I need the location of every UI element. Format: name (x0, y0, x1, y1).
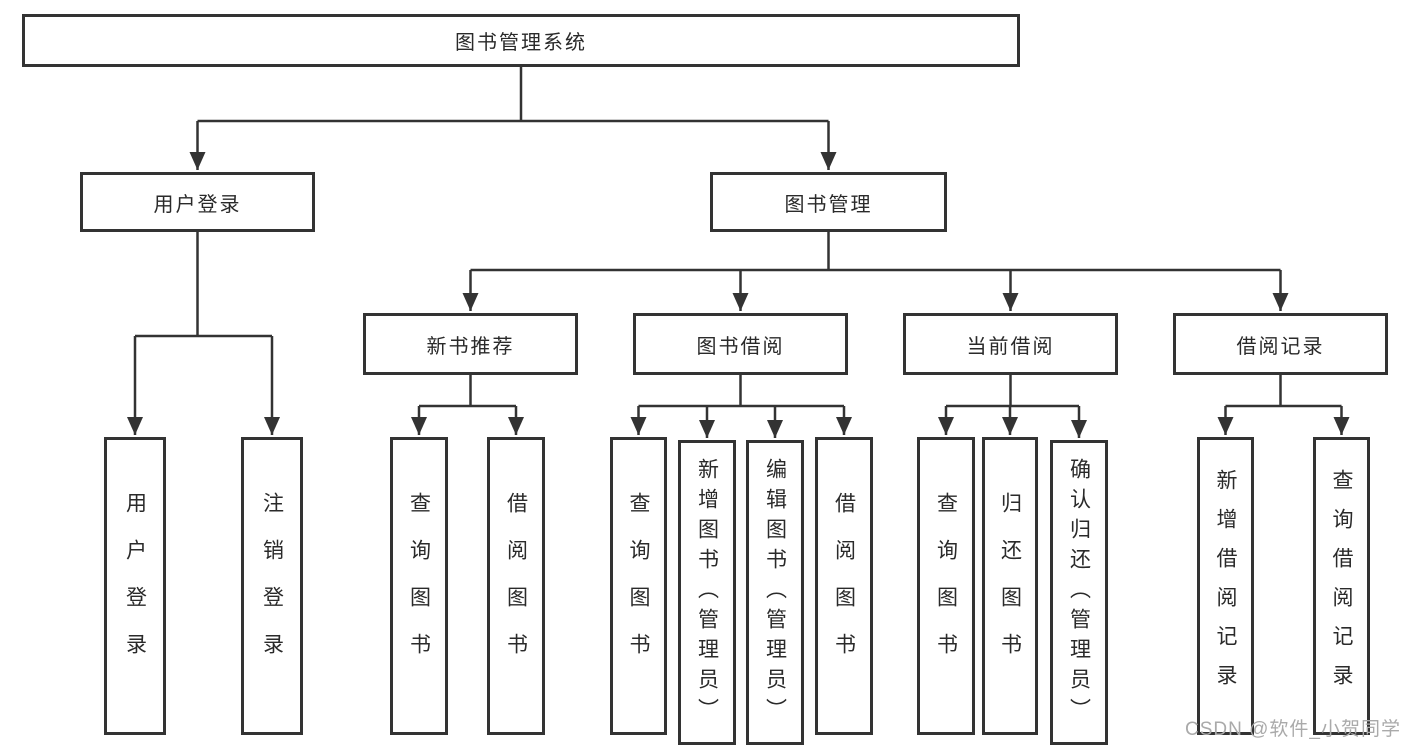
node-borrow-record: 借阅记录 (1173, 313, 1388, 375)
leaf-borrow-add-book-admin: 新增图书（管理员） (678, 440, 736, 745)
leaf-current-query-book: 查询图书 (917, 437, 975, 735)
leaf-borrow-edit-book-admin: 编辑图书（管理员） (746, 440, 804, 745)
node-current-borrow: 当前借阅 (903, 313, 1118, 375)
node-root-library-system: 图书管理系统 (22, 14, 1020, 67)
leaf-logout: 注销登录 (241, 437, 303, 735)
edge-root-trunk (197, 67, 829, 123)
csdn-watermark: CSDN @软件_小贺同学 (1185, 719, 1401, 740)
node-new-book-recommend: 新书推荐 (363, 313, 578, 375)
leaf-borrow-query-book: 查询图书 (610, 437, 667, 735)
leaf-newbook-borrow-book: 借阅图书 (487, 437, 545, 735)
node-book-management: 图书管理 (710, 172, 947, 232)
leaf-current-confirm-return-admin: 确认归还（管理员） (1050, 440, 1108, 745)
leaf-borrow-borrow-book: 借阅图书 (815, 437, 873, 735)
edge-mgmt-trunk (470, 232, 1281, 272)
edge-current-trunk (946, 375, 1079, 408)
leaf-newbook-query-book: 查询图书 (390, 437, 448, 735)
leaf-record-add-borrow-record: 新增借阅记录 (1197, 437, 1254, 735)
edge-login-trunk (135, 232, 272, 338)
edge-newbook-trunk (419, 375, 516, 408)
leaf-record-query-borrow-record: 查询借阅记录 (1313, 437, 1370, 735)
node-book-borrow: 图书借阅 (633, 313, 848, 375)
leaf-current-return-book: 归还图书 (982, 437, 1038, 735)
edge-record-trunk (1225, 375, 1342, 408)
edge-borrow-trunk (638, 375, 844, 408)
node-user-login: 用户登录 (80, 172, 315, 232)
leaf-user-login: 用户登录 (104, 437, 166, 735)
